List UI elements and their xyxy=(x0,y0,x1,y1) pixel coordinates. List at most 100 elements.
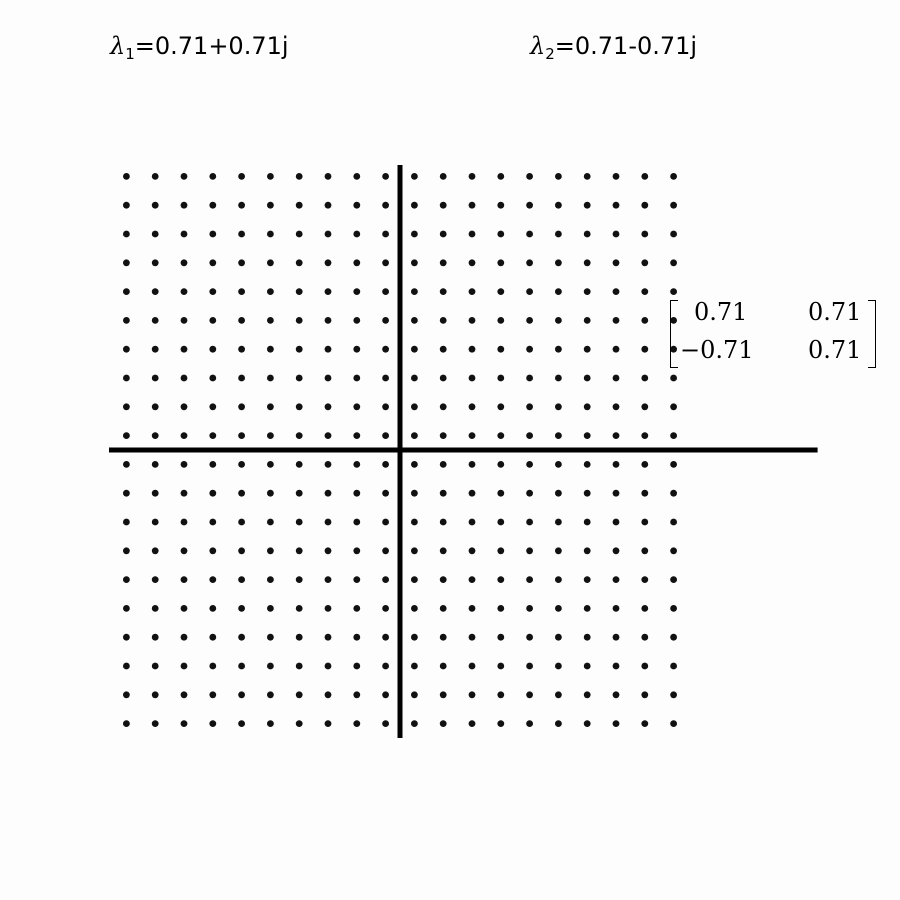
grid-dot xyxy=(583,662,591,670)
grid-dot xyxy=(411,230,418,238)
grid-dot xyxy=(583,259,591,267)
grid-dot xyxy=(468,432,476,439)
grid-dot xyxy=(526,317,533,324)
grid-dot xyxy=(497,403,505,411)
grid-dot xyxy=(382,173,389,180)
grid-dot xyxy=(353,547,361,555)
grid-dot xyxy=(497,720,505,727)
grid-dot xyxy=(411,691,418,699)
grid-dot xyxy=(324,461,332,468)
grid-dot xyxy=(209,345,217,353)
grid-dot xyxy=(411,345,418,353)
grid-dot xyxy=(526,691,533,699)
grid-dot xyxy=(353,345,361,353)
grid-dot xyxy=(123,518,130,526)
grid-dot xyxy=(497,576,505,583)
coordinate-axes xyxy=(109,165,818,738)
grid-dot xyxy=(468,720,476,727)
grid-dot xyxy=(439,605,447,612)
grid-dot xyxy=(497,288,505,295)
grid-dot xyxy=(382,576,389,583)
matrix-cell-r1c1: 0.71 xyxy=(694,298,748,326)
matrix-cell-r2c2: 0.71 xyxy=(808,336,862,364)
grid-dot xyxy=(555,720,562,727)
grid-dot xyxy=(468,288,476,295)
grid-dot xyxy=(526,605,533,612)
grid-dot xyxy=(267,633,274,641)
grid-dot xyxy=(382,432,389,439)
grid-dot xyxy=(411,461,418,468)
grid-dot xyxy=(295,720,303,727)
grid-dot xyxy=(641,173,649,180)
grid-dot xyxy=(238,691,246,699)
grid-dot xyxy=(670,605,677,612)
grid-dot xyxy=(468,259,476,267)
grid-dot xyxy=(411,576,418,583)
grid-dot xyxy=(497,633,505,641)
grid-dot xyxy=(497,547,505,555)
grid-dot xyxy=(497,317,505,324)
grid-dot xyxy=(151,605,159,612)
grid-dot xyxy=(641,633,649,641)
grid-dot xyxy=(583,230,591,238)
grid-dot xyxy=(123,403,130,411)
grid-dot xyxy=(641,201,649,209)
grid-dot xyxy=(641,662,649,670)
grid-dot xyxy=(670,259,677,267)
grid-dot xyxy=(497,518,505,526)
grid-dot xyxy=(439,173,447,180)
grid-dot xyxy=(295,374,303,382)
grid-dot xyxy=(468,662,476,670)
grid-dot xyxy=(439,489,447,497)
grid-dot xyxy=(411,605,418,612)
grid-dot xyxy=(123,489,130,497)
grid-dot xyxy=(439,720,447,727)
grid-dot xyxy=(468,403,476,411)
grid-dot xyxy=(497,461,505,468)
grid-dot xyxy=(641,720,649,727)
grid-dot xyxy=(468,489,476,497)
grid-dot xyxy=(555,403,562,411)
grid-dot xyxy=(555,317,562,324)
grid-dot xyxy=(411,317,418,324)
grid-dot xyxy=(123,633,130,641)
grid-dot xyxy=(238,259,246,267)
grid-dot xyxy=(382,345,389,353)
grid-dot xyxy=(439,691,447,699)
grid-dot xyxy=(209,230,217,238)
grid-dot xyxy=(238,403,246,411)
grid-dot xyxy=(180,317,188,324)
grid-dot xyxy=(468,518,476,526)
grid-dot xyxy=(555,691,562,699)
grid-dot xyxy=(468,345,476,353)
grid-dot xyxy=(670,662,677,670)
grid-dot xyxy=(411,489,418,497)
grid-dot xyxy=(324,374,332,382)
grid-dot xyxy=(123,230,130,238)
grid-dot xyxy=(324,259,332,267)
eigenvalue-2-symbol: λ xyxy=(530,32,546,60)
grid-dot xyxy=(439,461,447,468)
grid-dot xyxy=(439,547,447,555)
grid-dot xyxy=(411,374,418,382)
grid-dot xyxy=(267,432,274,439)
grid-dot xyxy=(497,489,505,497)
grid-dot xyxy=(382,489,389,497)
grid-dot xyxy=(468,633,476,641)
grid-dot xyxy=(151,720,159,727)
grid-dot xyxy=(468,547,476,555)
eigenvalue-2-index: 2 xyxy=(545,45,555,63)
grid-dot xyxy=(151,432,159,439)
grid-dot xyxy=(238,317,246,324)
grid-dot xyxy=(411,201,418,209)
grid-dot xyxy=(324,662,332,670)
grid-dot xyxy=(670,547,677,555)
matrix-left-bracket xyxy=(670,300,678,368)
grid-dot xyxy=(180,288,188,295)
grid-dot xyxy=(238,662,246,670)
grid-dot xyxy=(151,547,159,555)
grid-dot xyxy=(526,259,533,267)
grid-dot xyxy=(123,662,130,670)
grid-dot xyxy=(468,374,476,382)
grid-dot xyxy=(238,461,246,468)
